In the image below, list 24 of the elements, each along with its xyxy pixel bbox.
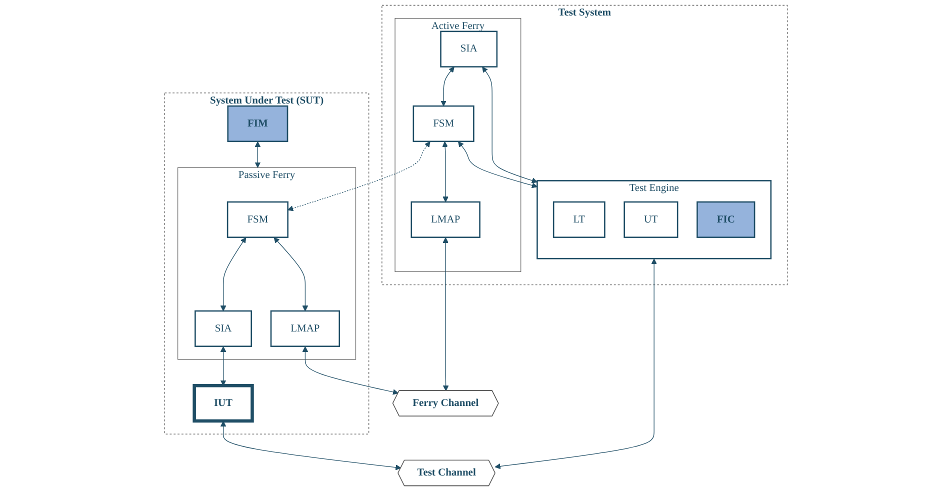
node-box: LT bbox=[552, 201, 606, 238]
arrow bbox=[254, 141, 261, 168]
arrow bbox=[220, 237, 246, 312]
node-box: FSM bbox=[226, 201, 288, 238]
node-box: LMAP bbox=[410, 201, 480, 238]
arrow bbox=[494, 258, 657, 470]
node-box: SIA bbox=[194, 310, 252, 347]
arrow bbox=[220, 420, 402, 470]
arrow bbox=[442, 237, 449, 392]
node-box: FIC bbox=[696, 201, 756, 238]
arrow bbox=[458, 141, 538, 188]
arrow bbox=[302, 346, 399, 395]
node-box: LMAP bbox=[270, 310, 340, 347]
node-box: FIM bbox=[227, 105, 288, 142]
node-box: IUT bbox=[192, 384, 254, 423]
arrow bbox=[274, 237, 308, 312]
node-box: SIA bbox=[440, 30, 498, 68]
node-box: FSM bbox=[412, 105, 474, 142]
arrow bbox=[220, 346, 226, 386]
arrow bbox=[288, 141, 430, 212]
arrow bbox=[440, 66, 454, 106]
arrow bbox=[482, 66, 538, 184]
node-box: UT bbox=[624, 201, 678, 238]
arrow bbox=[442, 141, 448, 202]
